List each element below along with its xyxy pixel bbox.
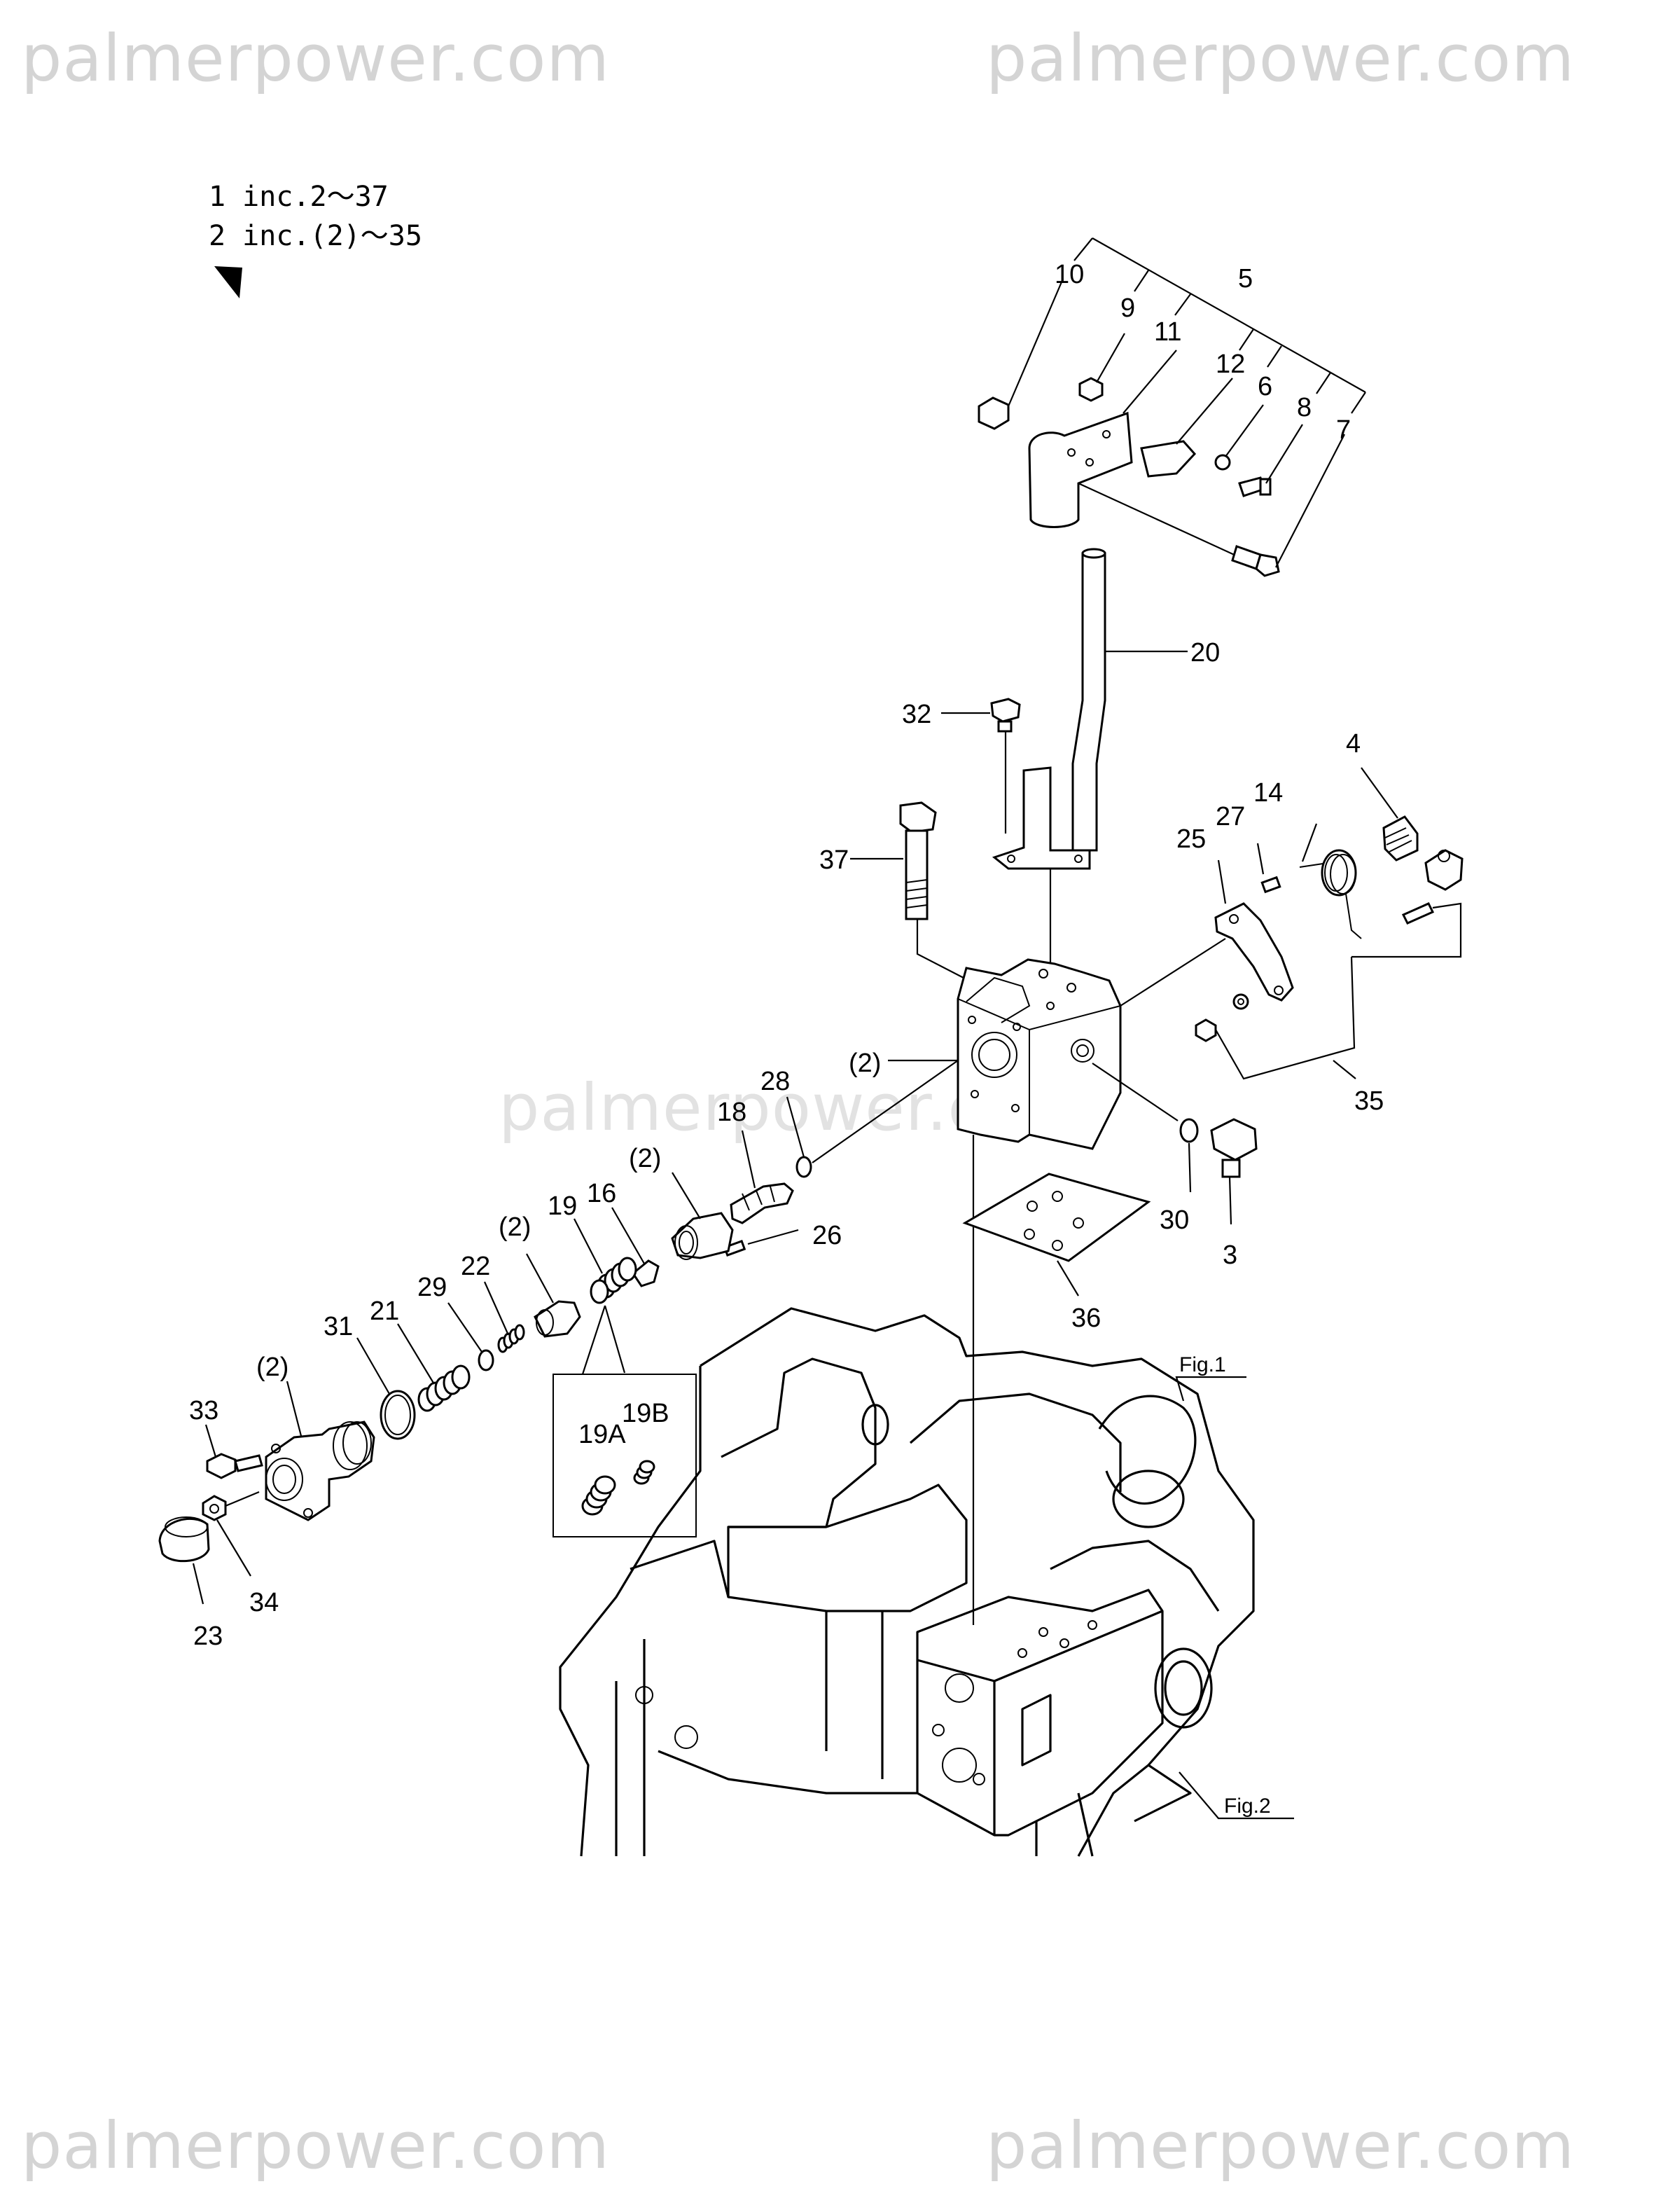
spring-14 bbox=[1299, 849, 1362, 939]
detent-lever-assembly bbox=[1120, 767, 1464, 1080]
spring-19a bbox=[581, 1475, 616, 1516]
direction-arrow-icon bbox=[214, 266, 242, 298]
callout-22: 22 bbox=[461, 1252, 490, 1281]
spring-19 bbox=[590, 1257, 637, 1304]
callout-31: 31 bbox=[324, 1312, 353, 1341]
callout-29: 29 bbox=[417, 1273, 447, 1302]
callout-sub-a: (2) bbox=[849, 1049, 881, 1078]
watermark-top-right: palmerpower.com bbox=[986, 21, 1576, 96]
callout-21: 21 bbox=[370, 1297, 399, 1326]
callout-14: 14 bbox=[1253, 778, 1283, 808]
spring-21 bbox=[417, 1364, 471, 1412]
transmission-housing bbox=[559, 1307, 1255, 1857]
callout-37: 37 bbox=[819, 845, 849, 875]
callout-34: 34 bbox=[249, 1588, 279, 1617]
valve-spool-stack bbox=[158, 1060, 959, 1605]
callout-sub-b: (2) bbox=[629, 1144, 661, 1173]
callout-7: 7 bbox=[1336, 415, 1351, 445]
callout-30: 30 bbox=[1160, 1205, 1189, 1235]
callout-28: 28 bbox=[760, 1067, 790, 1096]
spring-22 bbox=[497, 1324, 525, 1353]
bolt-37 bbox=[850, 801, 964, 979]
callout-8: 8 bbox=[1297, 393, 1312, 422]
fig2-leader bbox=[1179, 1771, 1294, 1820]
fig1-leader bbox=[1175, 1376, 1246, 1402]
callout-11: 11 bbox=[1154, 317, 1181, 347]
shift-lever-20 bbox=[992, 548, 1188, 870]
callout-36: 36 bbox=[1071, 1304, 1101, 1333]
legend-line-2: 2 inc.(2)～35 bbox=[209, 220, 422, 252]
lever-bracket-assembly bbox=[978, 237, 1366, 577]
spring-19b bbox=[633, 1460, 655, 1485]
callout-10: 10 bbox=[1055, 260, 1084, 289]
callout-19b: 19B bbox=[622, 1399, 669, 1428]
callout-32: 32 bbox=[902, 700, 931, 729]
callout-4: 4 bbox=[1346, 729, 1361, 759]
callout-18: 18 bbox=[717, 1098, 746, 1127]
callout-6: 6 bbox=[1258, 372, 1272, 401]
callout-sub-c: (2) bbox=[499, 1212, 531, 1242]
valve-body bbox=[888, 869, 1122, 1625]
callout-20: 20 bbox=[1190, 638, 1220, 668]
callout-3: 3 bbox=[1223, 1240, 1237, 1270]
gasket-36 bbox=[962, 1173, 1151, 1297]
callout-9: 9 bbox=[1120, 293, 1135, 323]
callout-27: 27 bbox=[1216, 802, 1245, 831]
callout-35: 35 bbox=[1354, 1086, 1384, 1116]
watermark-top-left: palmerpower.com bbox=[21, 21, 611, 96]
callout-19a: 19A bbox=[578, 1420, 626, 1449]
spring-19-inset bbox=[552, 1374, 697, 1537]
callout-19: 19 bbox=[548, 1191, 577, 1221]
plug-3-and-oring-30 bbox=[1092, 1063, 1258, 1225]
fig2-label: Fig.2 bbox=[1224, 1795, 1271, 1818]
callout-23: 23 bbox=[193, 1622, 223, 1651]
bolt-32 bbox=[941, 698, 1021, 834]
legend-line-1: 1 inc.2～37 bbox=[209, 181, 389, 213]
callout-5: 5 bbox=[1238, 264, 1253, 293]
callout-12: 12 bbox=[1216, 350, 1245, 379]
callout-33: 33 bbox=[189, 1396, 218, 1425]
callout-sub-d: (2) bbox=[256, 1353, 289, 1382]
fig1-label: Fig.1 bbox=[1179, 1353, 1226, 1376]
watermark-bottom-right: palmerpower.com bbox=[986, 2108, 1576, 2183]
callout-25: 25 bbox=[1176, 824, 1206, 854]
callout-26: 26 bbox=[812, 1221, 842, 1250]
watermark-bottom-left: palmerpower.com bbox=[21, 2108, 611, 2183]
callout-16: 16 bbox=[587, 1179, 616, 1208]
